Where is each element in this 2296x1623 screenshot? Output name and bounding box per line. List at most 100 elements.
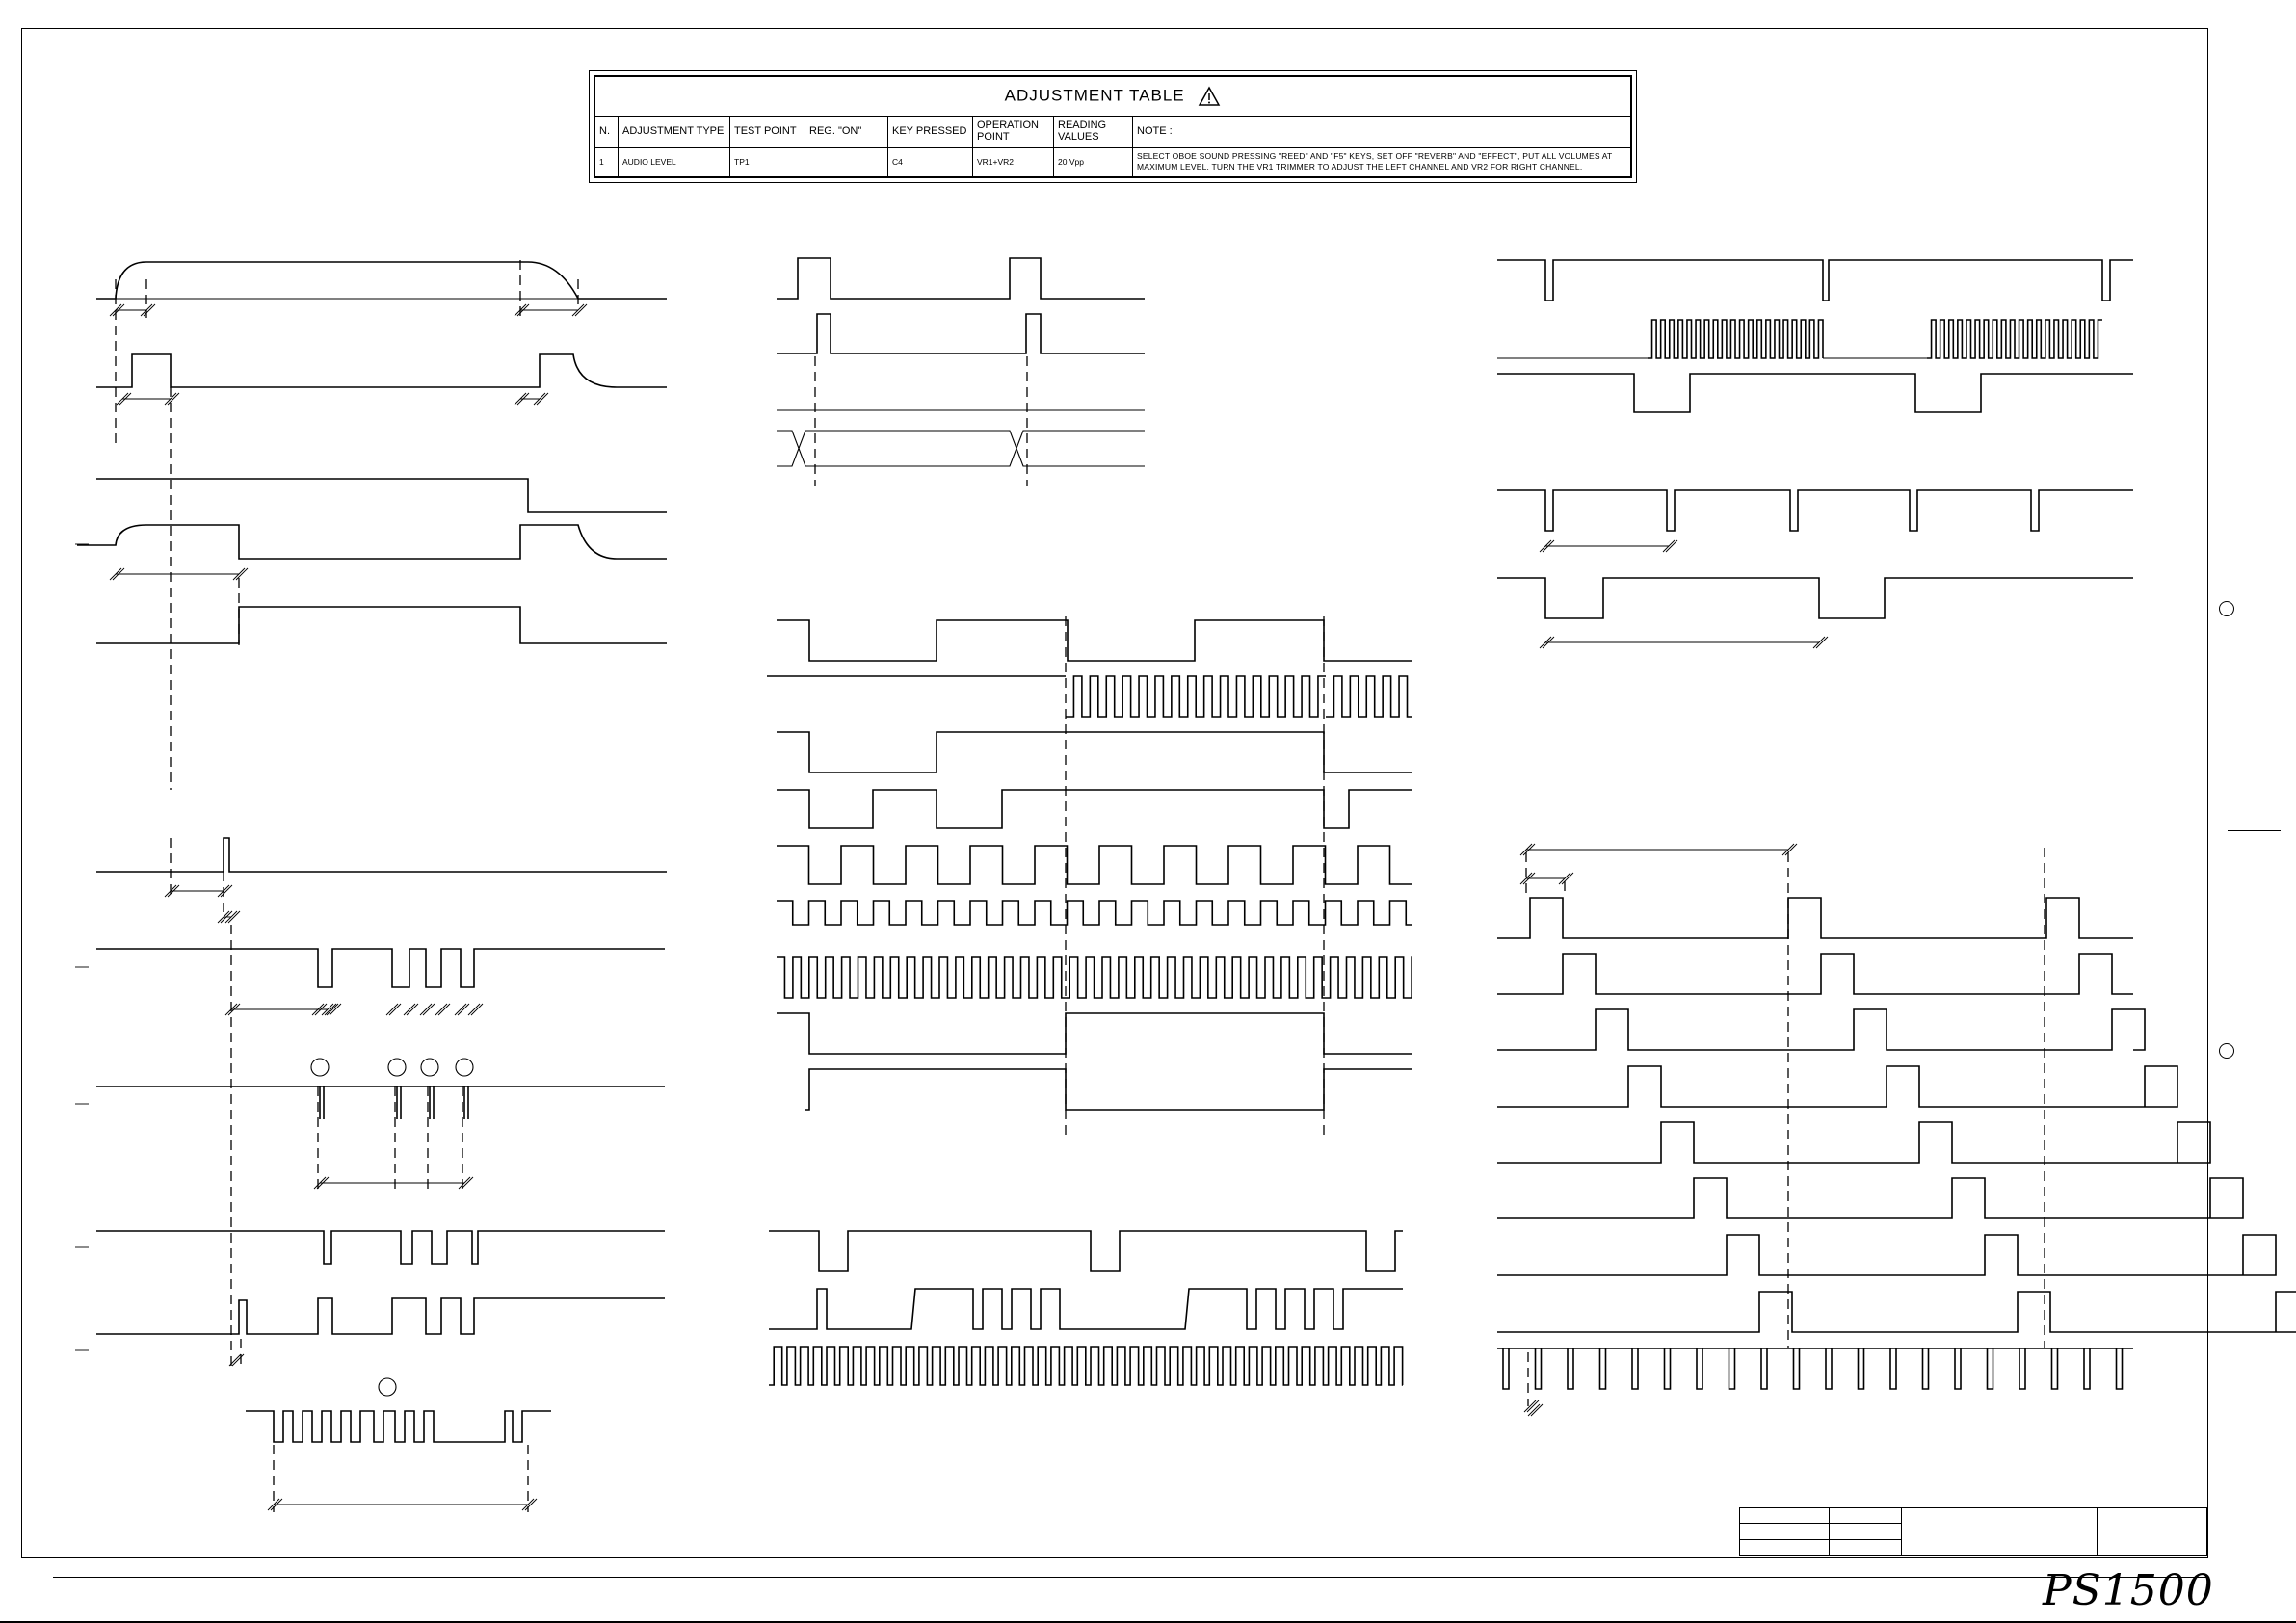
waveform-trace-40 <box>777 430 1145 467</box>
waveform-trace-50 <box>777 900 1412 926</box>
waveform-trace-52 <box>777 1012 1412 1055</box>
waveform-trace-59 <box>769 1346 1404 1386</box>
dimension-tick <box>1815 636 1829 649</box>
dimension-tick <box>164 392 177 406</box>
dimension-tick <box>228 1353 242 1367</box>
dimension-tick <box>1784 843 1798 856</box>
cell-note: SELECT OBOE SOUND PRESSING "REED" AND "F… <box>1132 146 1631 178</box>
cell-key-pressed: C4 <box>887 146 973 178</box>
binding-hole-lower <box>2219 1043 2234 1059</box>
waveform-trace-62 <box>1648 319 1824 359</box>
dimension-tick <box>470 1003 484 1016</box>
bottom-rule <box>53 1577 2206 1578</box>
waveform-trace-90 <box>1728 1348 1736 1390</box>
dimension-tick <box>321 1003 334 1016</box>
waveform-trace-0 <box>96 261 667 300</box>
waveform-trace-39 <box>777 430 1145 467</box>
dimension-tick <box>1526 1400 1540 1413</box>
waveform-trace-3 <box>96 478 667 513</box>
dimension-tick <box>143 303 156 317</box>
dimension-tick <box>227 910 241 924</box>
waveform-trace-88 <box>1663 1348 1672 1390</box>
binding-hole-upper <box>2219 601 2234 616</box>
dimension-tick <box>514 392 527 406</box>
dimension-tick <box>385 1003 399 1016</box>
waveform-trace-12 <box>96 837 667 873</box>
waveform-trace-86 <box>1598 1348 1607 1390</box>
waveform-trace-45 <box>1066 675 1326 718</box>
dimension-tick <box>1558 872 1571 885</box>
waveform-trace-102 <box>2115 1348 2124 1390</box>
dimension-tick <box>536 392 549 406</box>
adjustment-table: ADJUSTMENT TABLE N. ADJUSTMENT TYPE TEST… <box>589 70 1637 183</box>
waveform-trace-56 <box>769 1230 1403 1272</box>
dimension-tick <box>1539 539 1552 553</box>
dimension-tick <box>316 1176 330 1190</box>
dimension-tick <box>403 1003 416 1016</box>
dimension-tick <box>1542 539 1555 553</box>
waveform-trace-5 <box>96 606 667 644</box>
dimension-tick <box>220 910 233 924</box>
waveform-trace-87 <box>1631 1348 1639 1390</box>
fold-mark <box>2228 830 2281 831</box>
dimension-tick <box>461 1176 474 1190</box>
adjustment-table-title-text: ADJUSTMENT TABLE <box>1004 86 1185 105</box>
cell-reading-values: 20 Vpp <box>1053 146 1133 178</box>
dimension-tick <box>112 303 125 317</box>
waveform-trace-97 <box>1954 1348 1962 1390</box>
waveform-trace-77 <box>1497 1177 2244 1219</box>
waveform-trace-79 <box>1497 1291 2296 1333</box>
waveform-trace-4 <box>77 524 667 560</box>
col-header-note: NOTE : <box>1132 115 1631 148</box>
waveform-trace-60 <box>1497 259 2133 301</box>
waveform-trace-57 <box>790 1288 1403 1330</box>
waveform-trace-48 <box>777 789 1412 829</box>
marker-circle <box>378 1377 397 1397</box>
col-header-test-point: TEST POINT <box>729 115 805 148</box>
dimension-tick <box>467 1003 481 1016</box>
dimension-tick <box>167 884 180 898</box>
dimension-tick <box>435 1003 448 1016</box>
waveform-trace-84 <box>1534 1348 1543 1390</box>
waveform-trace-15 <box>96 948 665 988</box>
dimension-tick <box>458 1176 471 1190</box>
dimension-tick <box>109 567 122 581</box>
cell-adjustment-type: AUDIO LEVEL <box>618 146 730 178</box>
waveform-trace-73 <box>1497 953 2133 995</box>
dimension-tick <box>437 1003 451 1016</box>
dimension-tick <box>324 1003 337 1016</box>
waveform-trace-83 <box>1502 1348 1510 1390</box>
waveform-trace-74 <box>1497 1008 2146 1051</box>
col-header-reading-values: READING VALUES <box>1053 115 1133 148</box>
dimension-tick <box>326 1003 339 1016</box>
dimension-tick <box>1523 1400 1537 1413</box>
waveform-trace-65 <box>1497 373 2133 413</box>
dimension-tick <box>1527 1403 1541 1417</box>
dimension-tick <box>140 303 153 317</box>
dimension-tick <box>112 567 125 581</box>
dimension-tick <box>119 392 132 406</box>
dimension-tick <box>1519 872 1533 885</box>
dimension-tick <box>217 884 230 898</box>
dimension-tick <box>164 884 177 898</box>
waveform-trace-78 <box>1497 1234 2277 1276</box>
drawing-frame <box>21 28 2208 1558</box>
waveform-trace-93 <box>1825 1348 1833 1390</box>
dimension-tick <box>224 910 238 924</box>
dimension-tick <box>270 1498 283 1511</box>
waveform-trace-2 <box>96 353 667 388</box>
waveform-trace-33 <box>246 1410 551 1443</box>
dimension-tick <box>220 884 233 898</box>
col-header-operation-point: OPERATION POINT <box>972 115 1054 148</box>
waveform-trace-30 <box>96 1230 665 1265</box>
waveform-trace-96 <box>1921 1348 1930 1390</box>
waveform-trace-46 <box>1326 675 1412 718</box>
dimension-tick <box>313 1176 327 1190</box>
dimension-tick <box>1812 636 1826 649</box>
dimension-tick <box>1781 843 1795 856</box>
dimension-tick <box>1522 872 1536 885</box>
dimension-tick <box>388 1003 402 1016</box>
waveform-trace-85 <box>1567 1348 1574 1390</box>
waveform-trace-66 <box>1497 489 2133 532</box>
